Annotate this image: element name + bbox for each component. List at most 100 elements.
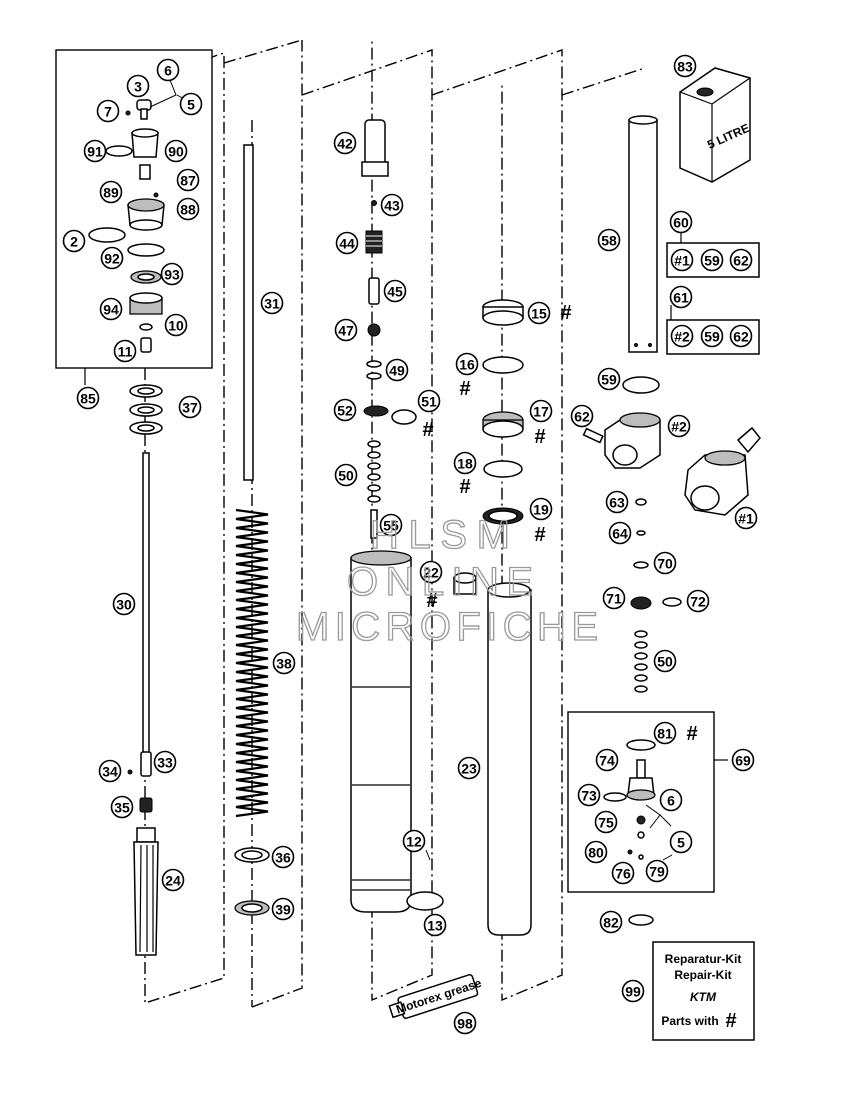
callout-circle bbox=[334, 318, 358, 342]
callout-c12: 12 bbox=[402, 829, 426, 853]
watermark: HLSM ONLINE MICROFICHE bbox=[295, 512, 598, 649]
callout-circle bbox=[271, 845, 295, 869]
callout-number: 22 bbox=[423, 565, 439, 581]
callout-circle bbox=[161, 868, 185, 892]
callout-c18: 18 bbox=[453, 451, 477, 475]
callout-c33: 33 bbox=[153, 750, 177, 774]
callout-number: 69 bbox=[735, 753, 751, 769]
callout-circle bbox=[527, 301, 551, 325]
callout-number: 24 bbox=[165, 873, 181, 889]
callout-circle bbox=[602, 586, 626, 610]
callout-c62a: 62 bbox=[729, 248, 753, 272]
watermark-line1: HLSM bbox=[370, 513, 510, 557]
callout-number: 51 bbox=[421, 394, 437, 410]
callout-c43: 43 bbox=[380, 193, 404, 217]
callout-number: 45 bbox=[387, 284, 403, 300]
callout-c6b: 6 bbox=[659, 788, 683, 812]
fork-clamp-2 bbox=[582, 412, 661, 469]
callout-circle bbox=[611, 861, 635, 885]
callout-number: 93 bbox=[164, 267, 180, 283]
callout-number: 90 bbox=[168, 144, 184, 160]
callout-circle bbox=[597, 367, 621, 391]
callout-circle bbox=[584, 840, 608, 864]
callout-circle bbox=[176, 197, 200, 221]
callout-c81: 81 bbox=[653, 721, 677, 745]
callout-number: 92 bbox=[104, 251, 120, 267]
callout-c58: 58 bbox=[597, 228, 621, 252]
callout-c61: 61 bbox=[669, 285, 693, 309]
callout-c37: 37 bbox=[178, 395, 202, 419]
cartridge-top-parts bbox=[88, 99, 165, 353]
callout-number: 34 bbox=[102, 764, 118, 780]
callout-c73: 73 bbox=[577, 783, 601, 807]
callout-circle bbox=[653, 551, 677, 575]
callout-circle bbox=[645, 859, 669, 883]
callout-circle bbox=[667, 414, 691, 438]
callout-circle bbox=[99, 297, 123, 321]
callout-number: 94 bbox=[103, 302, 119, 318]
callout-circle bbox=[110, 795, 134, 819]
callout-circle bbox=[113, 339, 137, 363]
callout-number: 55 bbox=[383, 518, 399, 534]
callout-c1b: #1 bbox=[734, 506, 758, 530]
callout-number: 37 bbox=[182, 400, 198, 416]
callout-number: 58 bbox=[601, 233, 617, 249]
callout-c89: 89 bbox=[99, 180, 123, 204]
callout-c1a: #1 bbox=[670, 248, 694, 272]
callout-c42: 42 bbox=[333, 131, 357, 155]
callout-c90: 90 bbox=[164, 139, 188, 163]
callout-number: 36 bbox=[275, 850, 291, 866]
callout-circle bbox=[333, 398, 357, 422]
callout-number: 33 bbox=[157, 755, 173, 771]
callout-circle bbox=[599, 910, 623, 934]
callout-number: 17 bbox=[533, 404, 549, 420]
callout-circle bbox=[669, 285, 693, 309]
callout-circle bbox=[669, 830, 693, 854]
callout-number: 75 bbox=[598, 815, 614, 831]
callout-number: 16 bbox=[459, 357, 475, 373]
callout-number: #2 bbox=[674, 329, 690, 345]
callout-circle bbox=[594, 810, 618, 834]
callout-c2a: #2 bbox=[670, 324, 694, 348]
callout-c87: 87 bbox=[176, 168, 200, 192]
callout-circle bbox=[98, 759, 122, 783]
callout-number: 83 bbox=[677, 59, 693, 75]
callout-circle bbox=[621, 979, 645, 1003]
callout-c3: 3 bbox=[126, 74, 150, 98]
callout-circle bbox=[653, 649, 677, 673]
callout-c2b: #2 bbox=[667, 414, 691, 438]
callout-c7: 7 bbox=[96, 99, 120, 123]
bottom-valve-box bbox=[567, 711, 715, 893]
callout-number: 52 bbox=[337, 403, 353, 419]
callout-c51: 51 bbox=[417, 389, 441, 413]
callout-circle bbox=[731, 748, 755, 772]
callout-circle bbox=[271, 897, 295, 921]
repair-kit-line1: Reparatur-Kit bbox=[665, 952, 742, 966]
callout-c75: 75 bbox=[594, 810, 618, 834]
callout-c44: 44 bbox=[335, 231, 359, 255]
callout-c52: 52 bbox=[333, 398, 357, 422]
callout-c35: 35 bbox=[110, 795, 134, 819]
callout-circle bbox=[76, 386, 100, 410]
callout-number: 74 bbox=[599, 753, 615, 769]
hash-markers: # # # # # # # # # bbox=[422, 302, 736, 1032]
hash-15: # bbox=[560, 302, 571, 324]
callout-number: 72 bbox=[690, 594, 706, 610]
hash-16: # bbox=[459, 378, 470, 400]
callout-circle bbox=[453, 1011, 477, 1035]
callout-number: 43 bbox=[384, 198, 400, 214]
callout-c69: 69 bbox=[731, 748, 755, 772]
callout-number: 50 bbox=[657, 654, 673, 670]
hash-19: # bbox=[534, 524, 545, 546]
callout-circle bbox=[333, 131, 357, 155]
hash-18: # bbox=[459, 476, 470, 498]
callout-circle bbox=[729, 324, 753, 348]
callout-circle bbox=[260, 291, 284, 315]
callout-number: 79 bbox=[649, 864, 665, 880]
callout-circle bbox=[272, 651, 296, 675]
callout-c82: 82 bbox=[599, 910, 623, 934]
callout-circle bbox=[653, 721, 677, 745]
callout-circle bbox=[529, 497, 553, 521]
callout-circle bbox=[670, 248, 694, 272]
